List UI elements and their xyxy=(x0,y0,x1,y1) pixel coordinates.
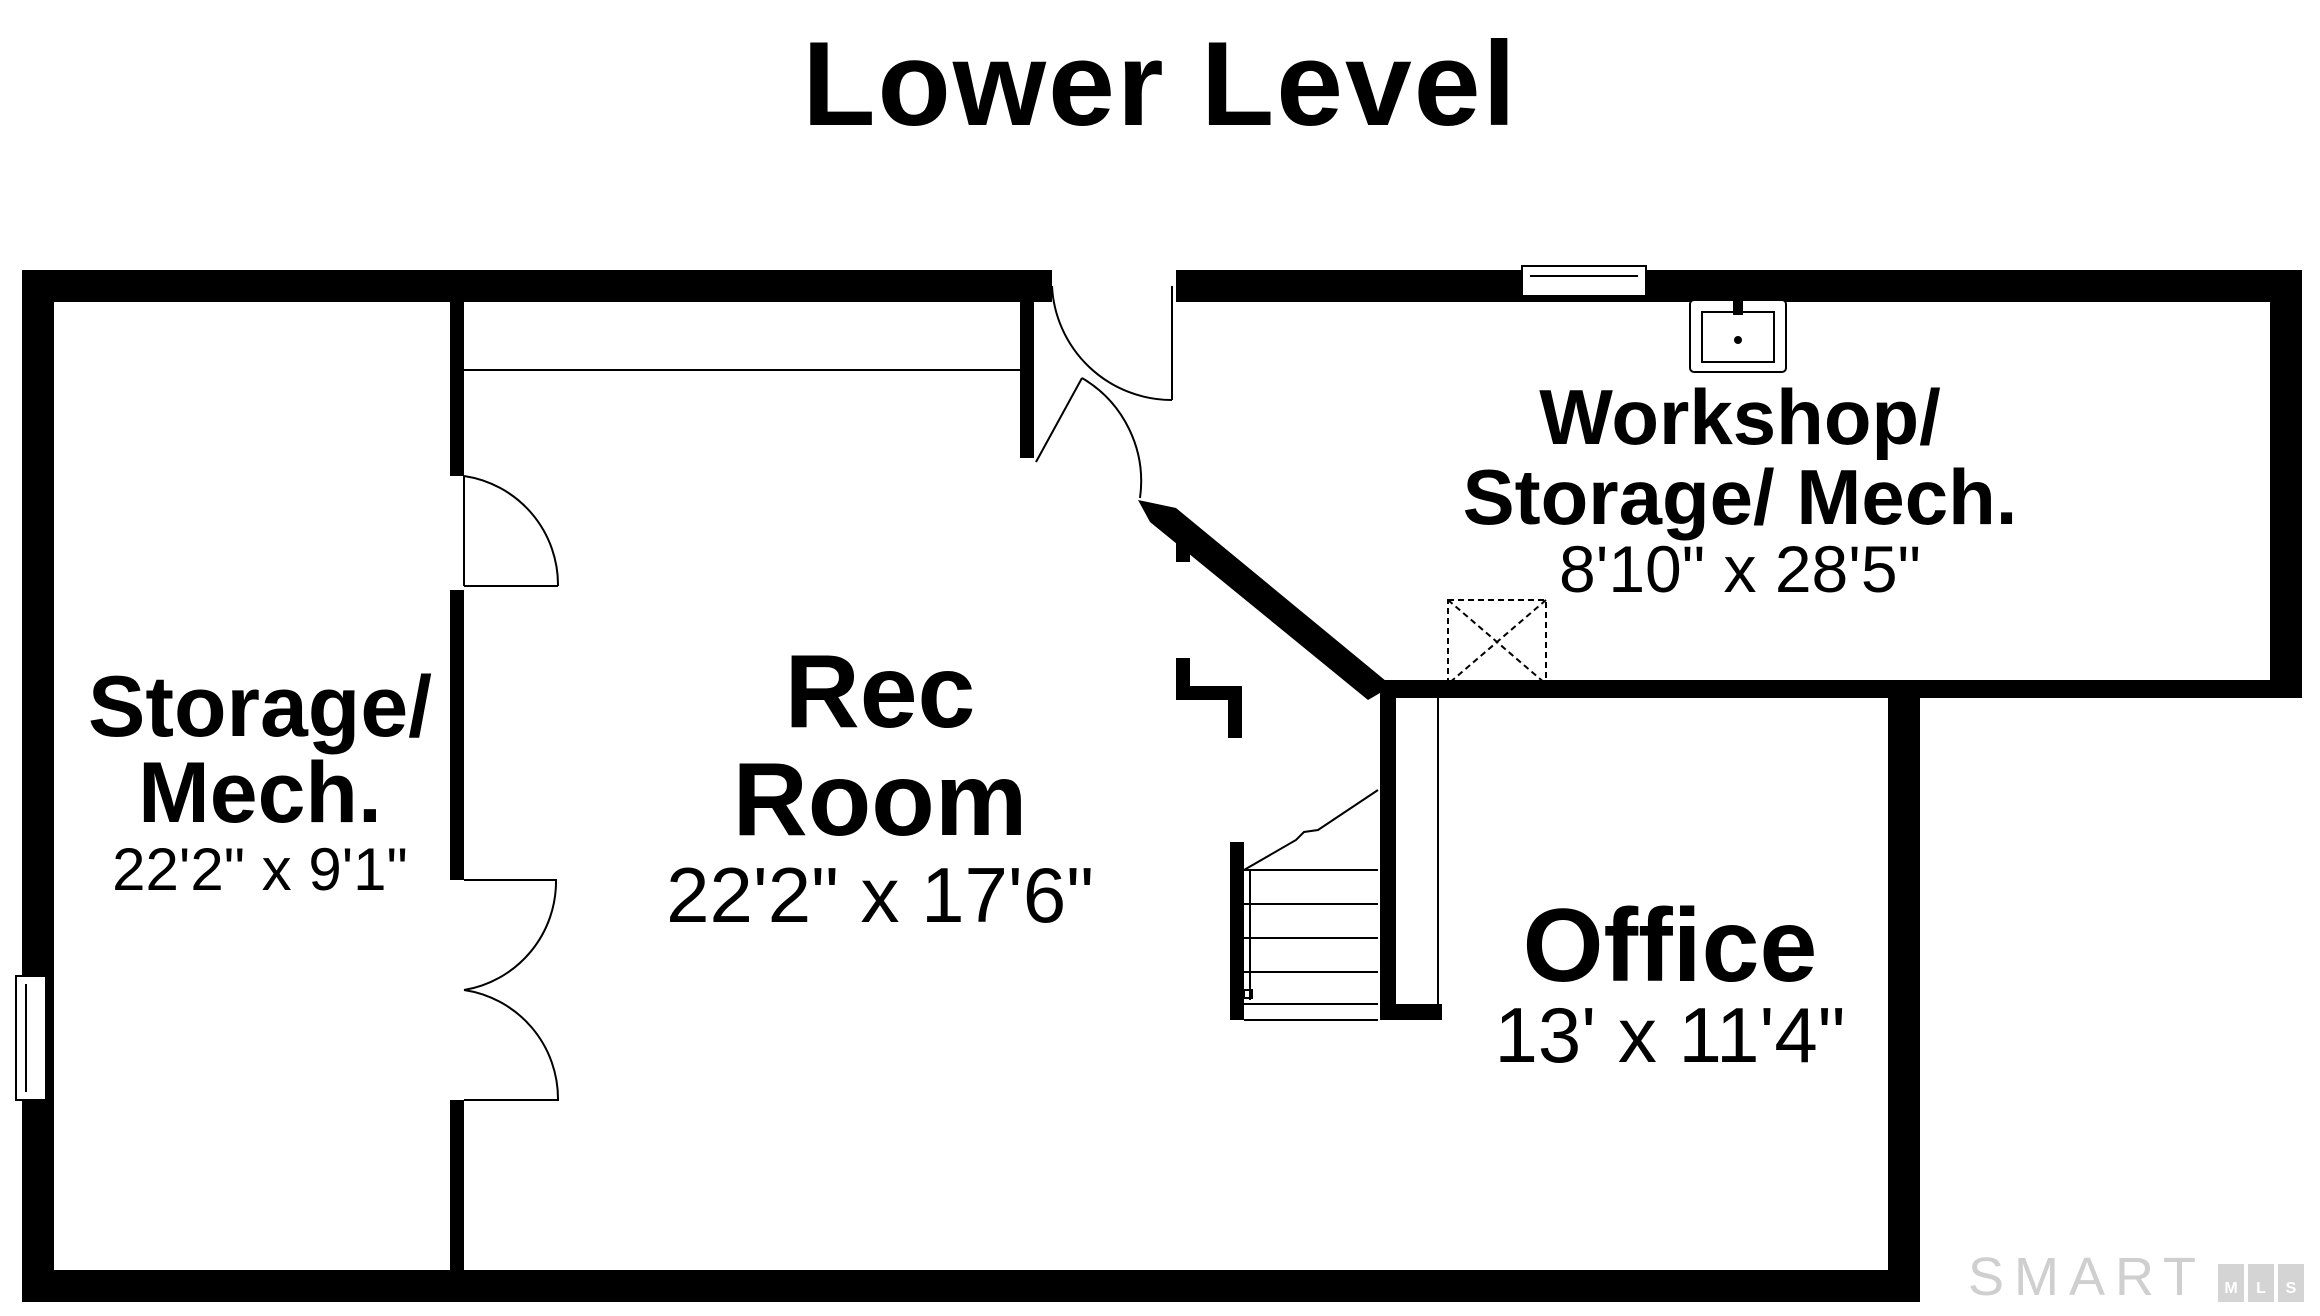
interior-walls xyxy=(450,300,1392,1274)
wall-divider-mid xyxy=(450,590,464,880)
storage-mech-name-line1: Storage/ xyxy=(87,659,433,755)
wall-notch-b xyxy=(1176,686,1242,700)
rec-room-name-line2: Room xyxy=(732,742,1028,858)
mech-box-diag2 xyxy=(1447,599,1547,685)
sink-faucet xyxy=(1733,299,1743,315)
entry-door-arc-bottom xyxy=(1081,377,1143,499)
workshop-name-line1: Workshop/ xyxy=(1539,373,1941,461)
rec-room-name-line1: Rec xyxy=(784,634,976,750)
doors xyxy=(463,285,1173,1101)
mech-box-outline xyxy=(1447,599,1547,685)
wall-diagonal xyxy=(1138,500,1392,700)
storage-mech-dimensions: 22'2" x 9'1" xyxy=(112,836,408,903)
stair-post xyxy=(1243,989,1253,999)
watermark-letter-m: M xyxy=(2218,1264,2244,1302)
wall-stair-left xyxy=(1230,842,1244,1020)
wall-notch-c xyxy=(1228,686,1242,738)
wall-top-right xyxy=(1176,270,2302,302)
sink-drain xyxy=(1734,336,1742,344)
rec-room-dimensions: 22'2" x 17'6" xyxy=(666,851,1094,939)
storage-door-top-arc xyxy=(463,475,560,587)
wall-divider-bottom xyxy=(450,1100,464,1274)
office-name: Office xyxy=(1522,888,1818,1004)
wall-right-workshop xyxy=(2270,270,2302,692)
storage-door-double-lower xyxy=(463,989,560,1101)
exterior-walls xyxy=(22,270,2302,1302)
window-left xyxy=(15,975,47,1101)
watermark-word: SMART xyxy=(1968,1247,2207,1307)
window-top xyxy=(1521,265,1647,297)
wall-diagonal-stub xyxy=(1176,520,1190,562)
wall-divider-top xyxy=(450,300,464,476)
wall-left xyxy=(22,270,54,1302)
workshop-dimensions: 8'10" x 28'5" xyxy=(1559,532,1921,606)
wall-door-stub xyxy=(1020,300,1034,458)
workshop-name-line2: Storage/ Mech. xyxy=(1462,453,2018,541)
wall-workshop-bottom xyxy=(1382,680,2302,698)
page-title: Lower Level xyxy=(802,17,1518,151)
watermark-letter-l: L xyxy=(2248,1264,2274,1302)
storage-door-double-upper xyxy=(463,879,558,991)
wall-office-left xyxy=(1380,688,1396,1014)
watermark-letter-s: S xyxy=(2278,1264,2304,1302)
thin-lines xyxy=(464,369,1439,1004)
staircase xyxy=(1243,789,1379,1021)
wall-office-stub xyxy=(1380,1004,1442,1020)
mechanical-box xyxy=(1447,599,1547,685)
office-dimensions: 13' x 11'4" xyxy=(1494,991,1846,1079)
storage-mech-name-line2: Mech. xyxy=(138,745,382,841)
wall-right-office xyxy=(1888,692,1920,1302)
stair-rail-upper xyxy=(1243,789,1379,871)
smart-mls-watermark: SMART M L S xyxy=(1968,1244,2308,1307)
sink xyxy=(1689,299,1787,373)
entry-door-leaf-bottom xyxy=(1035,377,1083,463)
wall-bottom xyxy=(22,1270,1920,1302)
wall-top-left xyxy=(22,270,1052,302)
entry-door-arc-top xyxy=(1051,285,1173,402)
windows xyxy=(15,265,1647,1101)
